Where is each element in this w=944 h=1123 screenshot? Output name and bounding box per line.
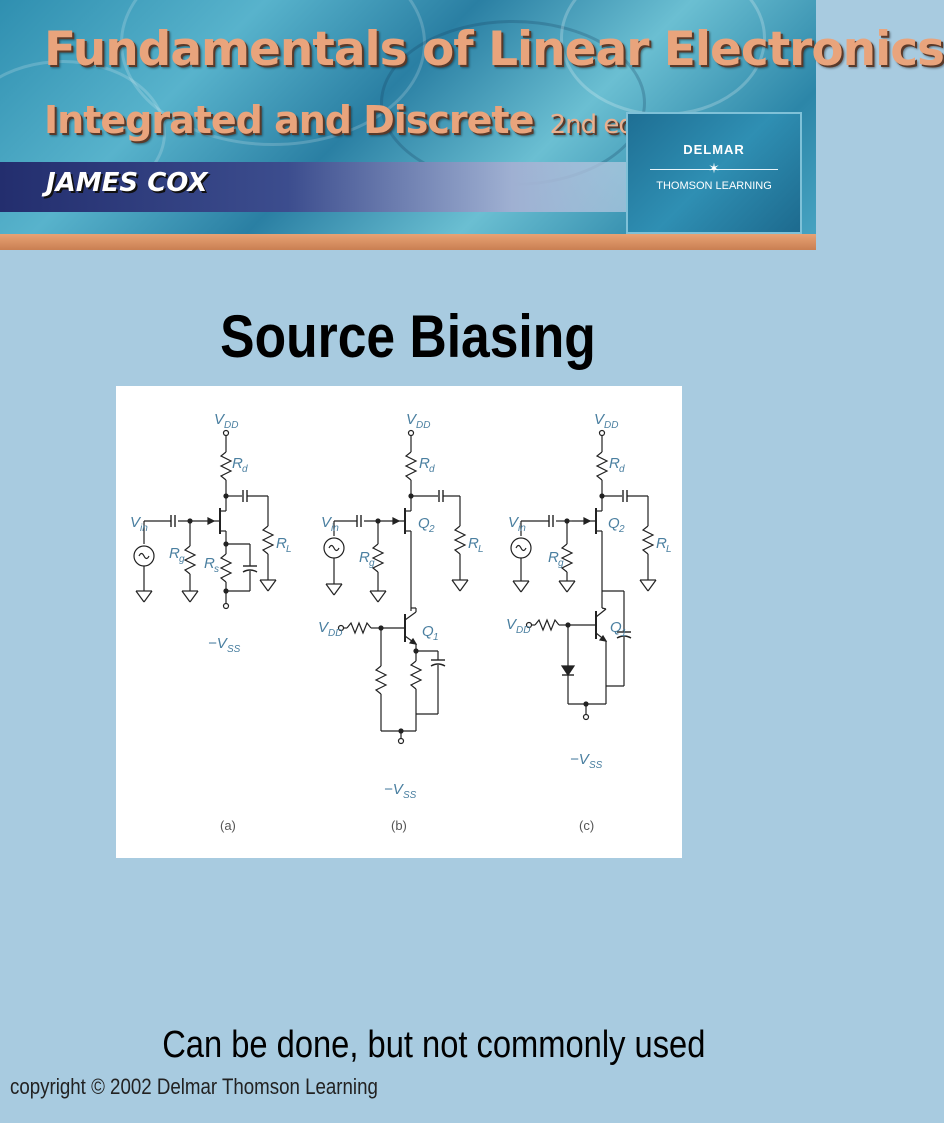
label-vss-sub: SS <box>589 760 603 771</box>
label-rg-sub: g <box>369 558 375 569</box>
star-icon: ✶ <box>708 160 720 176</box>
label-rg: R <box>169 545 180 562</box>
label-rl: R <box>656 535 667 552</box>
label-vss-sub: SS <box>227 644 241 655</box>
label-vin-sub: in <box>140 523 148 534</box>
label-rg: R <box>548 549 559 566</box>
label-vdd-bias-sub: DD <box>328 628 342 639</box>
logo-divider <box>650 169 778 170</box>
label-rs: R <box>204 555 215 572</box>
label-q2: Q <box>608 515 620 532</box>
book-title-line2: Integrated and Discrete 2nd edition <box>44 98 687 142</box>
copyright-notice: copyright © 2002 Delmar Thomson Learning <box>10 1074 378 1099</box>
circuit-a <box>133 429 277 610</box>
label-vin: V <box>130 514 142 531</box>
panel-label-c: (c) <box>579 818 594 833</box>
label-vin-sub: in <box>331 523 339 534</box>
label-vin: V <box>508 514 520 531</box>
label-vdd-sub: DD <box>224 420 238 431</box>
label-vdd-sub: DD <box>416 420 430 431</box>
circuit-b <box>323 429 469 745</box>
label-rg-sub: g <box>558 558 564 569</box>
label-rd: R <box>419 455 430 472</box>
label-rd: R <box>609 455 620 472</box>
publisher-parent: THOMSON LEARNING <box>656 180 772 192</box>
label-rd-sub: d <box>429 464 435 475</box>
circuit-a-labels: V DD R d R L V in R g R s −V SS (a) <box>130 411 292 833</box>
label-q1-sub: 1 <box>433 632 439 643</box>
label-vin: V <box>321 514 333 531</box>
book-title-line1: Fundamentals of Linear Electronics <box>44 22 944 77</box>
label-vdd-sub: DD <box>604 420 618 431</box>
label-q1: Q <box>610 619 622 636</box>
banner-bottom-stripe <box>0 234 816 250</box>
label-q2-sub: 2 <box>428 524 435 535</box>
label-q2-sub: 2 <box>618 524 625 535</box>
label-rl-sub: L <box>286 544 292 555</box>
circuit-diagram: V DD R d R L V in R g R s −V SS (a) <box>130 411 672 833</box>
label-vdd: V <box>214 411 226 428</box>
label-rs-sub: s <box>214 564 219 575</box>
book-subtitle: Integrated and Discrete <box>44 98 534 142</box>
label-rl-sub: L <box>478 544 484 555</box>
label-vss: −V <box>384 781 405 798</box>
slide-caption: Can be done, but not commonly used <box>162 1024 706 1066</box>
label-rd-sub: d <box>242 464 248 475</box>
label-vdd-bias-sub: DD <box>516 625 530 636</box>
label-rl-sub: L <box>666 544 672 555</box>
label-rg: R <box>359 549 370 566</box>
label-vdd-bias: V <box>506 616 518 633</box>
label-q1: Q <box>422 623 434 640</box>
author-bar <box>0 162 640 212</box>
label-vdd: V <box>406 411 418 428</box>
label-rl: R <box>468 535 479 552</box>
circuit-c-labels: V DD R d R L Q 2 V in R g V DD Q 1 −V SS… <box>506 411 672 833</box>
circuit-c <box>510 429 657 721</box>
book-author: JAMES COX <box>46 168 208 198</box>
circuit-figure: V DD R d R L V in R g R s −V SS (a) <box>116 386 682 858</box>
panel-label-b: (b) <box>391 818 407 833</box>
label-vss-sub: SS <box>403 790 417 801</box>
circuit-b-labels: V DD R d R L Q 2 V in R g V DD Q 1 −V SS… <box>318 411 484 833</box>
book-banner: Fundamentals of Linear Electronics Integ… <box>0 0 944 250</box>
slide-title: Source Biasing <box>220 303 596 370</box>
label-vdd: V <box>594 411 606 428</box>
label-q2: Q <box>418 515 430 532</box>
label-rg-sub: g <box>179 554 185 565</box>
label-rl: R <box>276 535 287 552</box>
panel-label-a: (a) <box>220 818 236 833</box>
label-vin-sub: in <box>518 523 526 534</box>
label-vss: −V <box>208 635 229 652</box>
label-vdd-bias: V <box>318 619 330 636</box>
label-vss: −V <box>570 751 591 768</box>
label-q1-sub: 1 <box>621 628 627 639</box>
label-rd-sub: d <box>619 464 625 475</box>
publisher-name: DELMAR <box>683 142 745 157</box>
publisher-logo: DELMAR ✶ THOMSON LEARNING <box>626 112 802 234</box>
label-rd: R <box>232 455 243 472</box>
